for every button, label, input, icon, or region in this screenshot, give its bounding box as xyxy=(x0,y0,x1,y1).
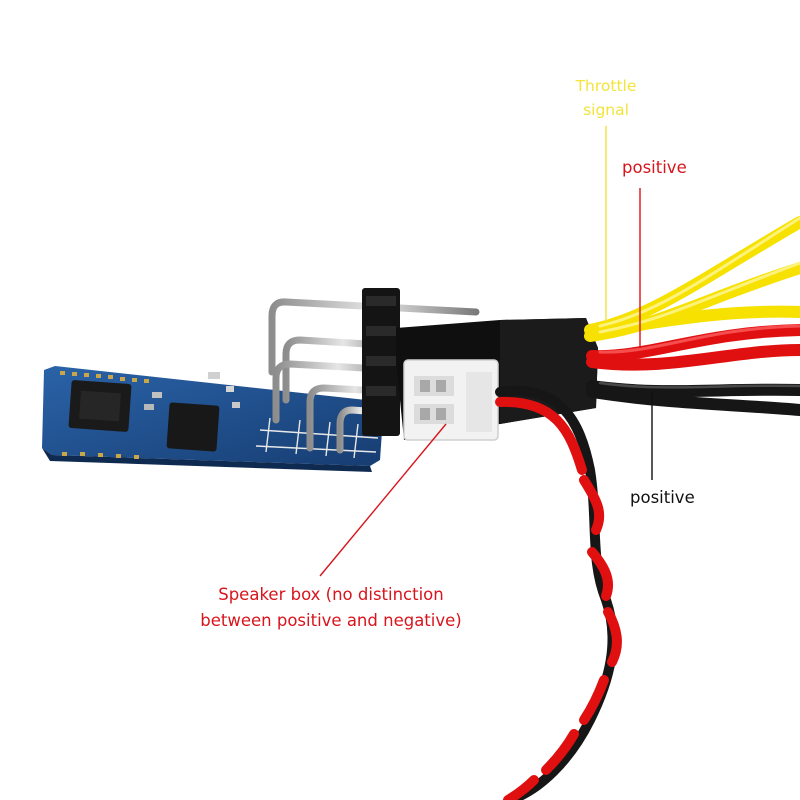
throttle-label-line1: Throttle xyxy=(575,77,637,95)
black-wires xyxy=(586,380,800,416)
positive-red-label: positive xyxy=(622,158,687,177)
pcb-board xyxy=(42,366,384,472)
speaker-twisted-wires xyxy=(495,385,622,800)
speaker-label-line2: between positive and negative) xyxy=(200,611,462,630)
white-connector xyxy=(403,359,499,441)
throttle-label-line2: signal xyxy=(583,101,629,119)
speaker-box-label: Speaker box (no distinction between posi… xyxy=(186,582,476,634)
red-wires xyxy=(586,324,800,371)
positive-black-label: positive xyxy=(630,488,695,507)
callout-lines xyxy=(319,126,653,577)
throttle-signal-label: Throttle signal xyxy=(556,74,656,122)
header-pins xyxy=(268,298,480,454)
pin-header-block xyxy=(362,288,400,436)
speaker-label-line1: Speaker box (no distinction xyxy=(218,585,444,604)
